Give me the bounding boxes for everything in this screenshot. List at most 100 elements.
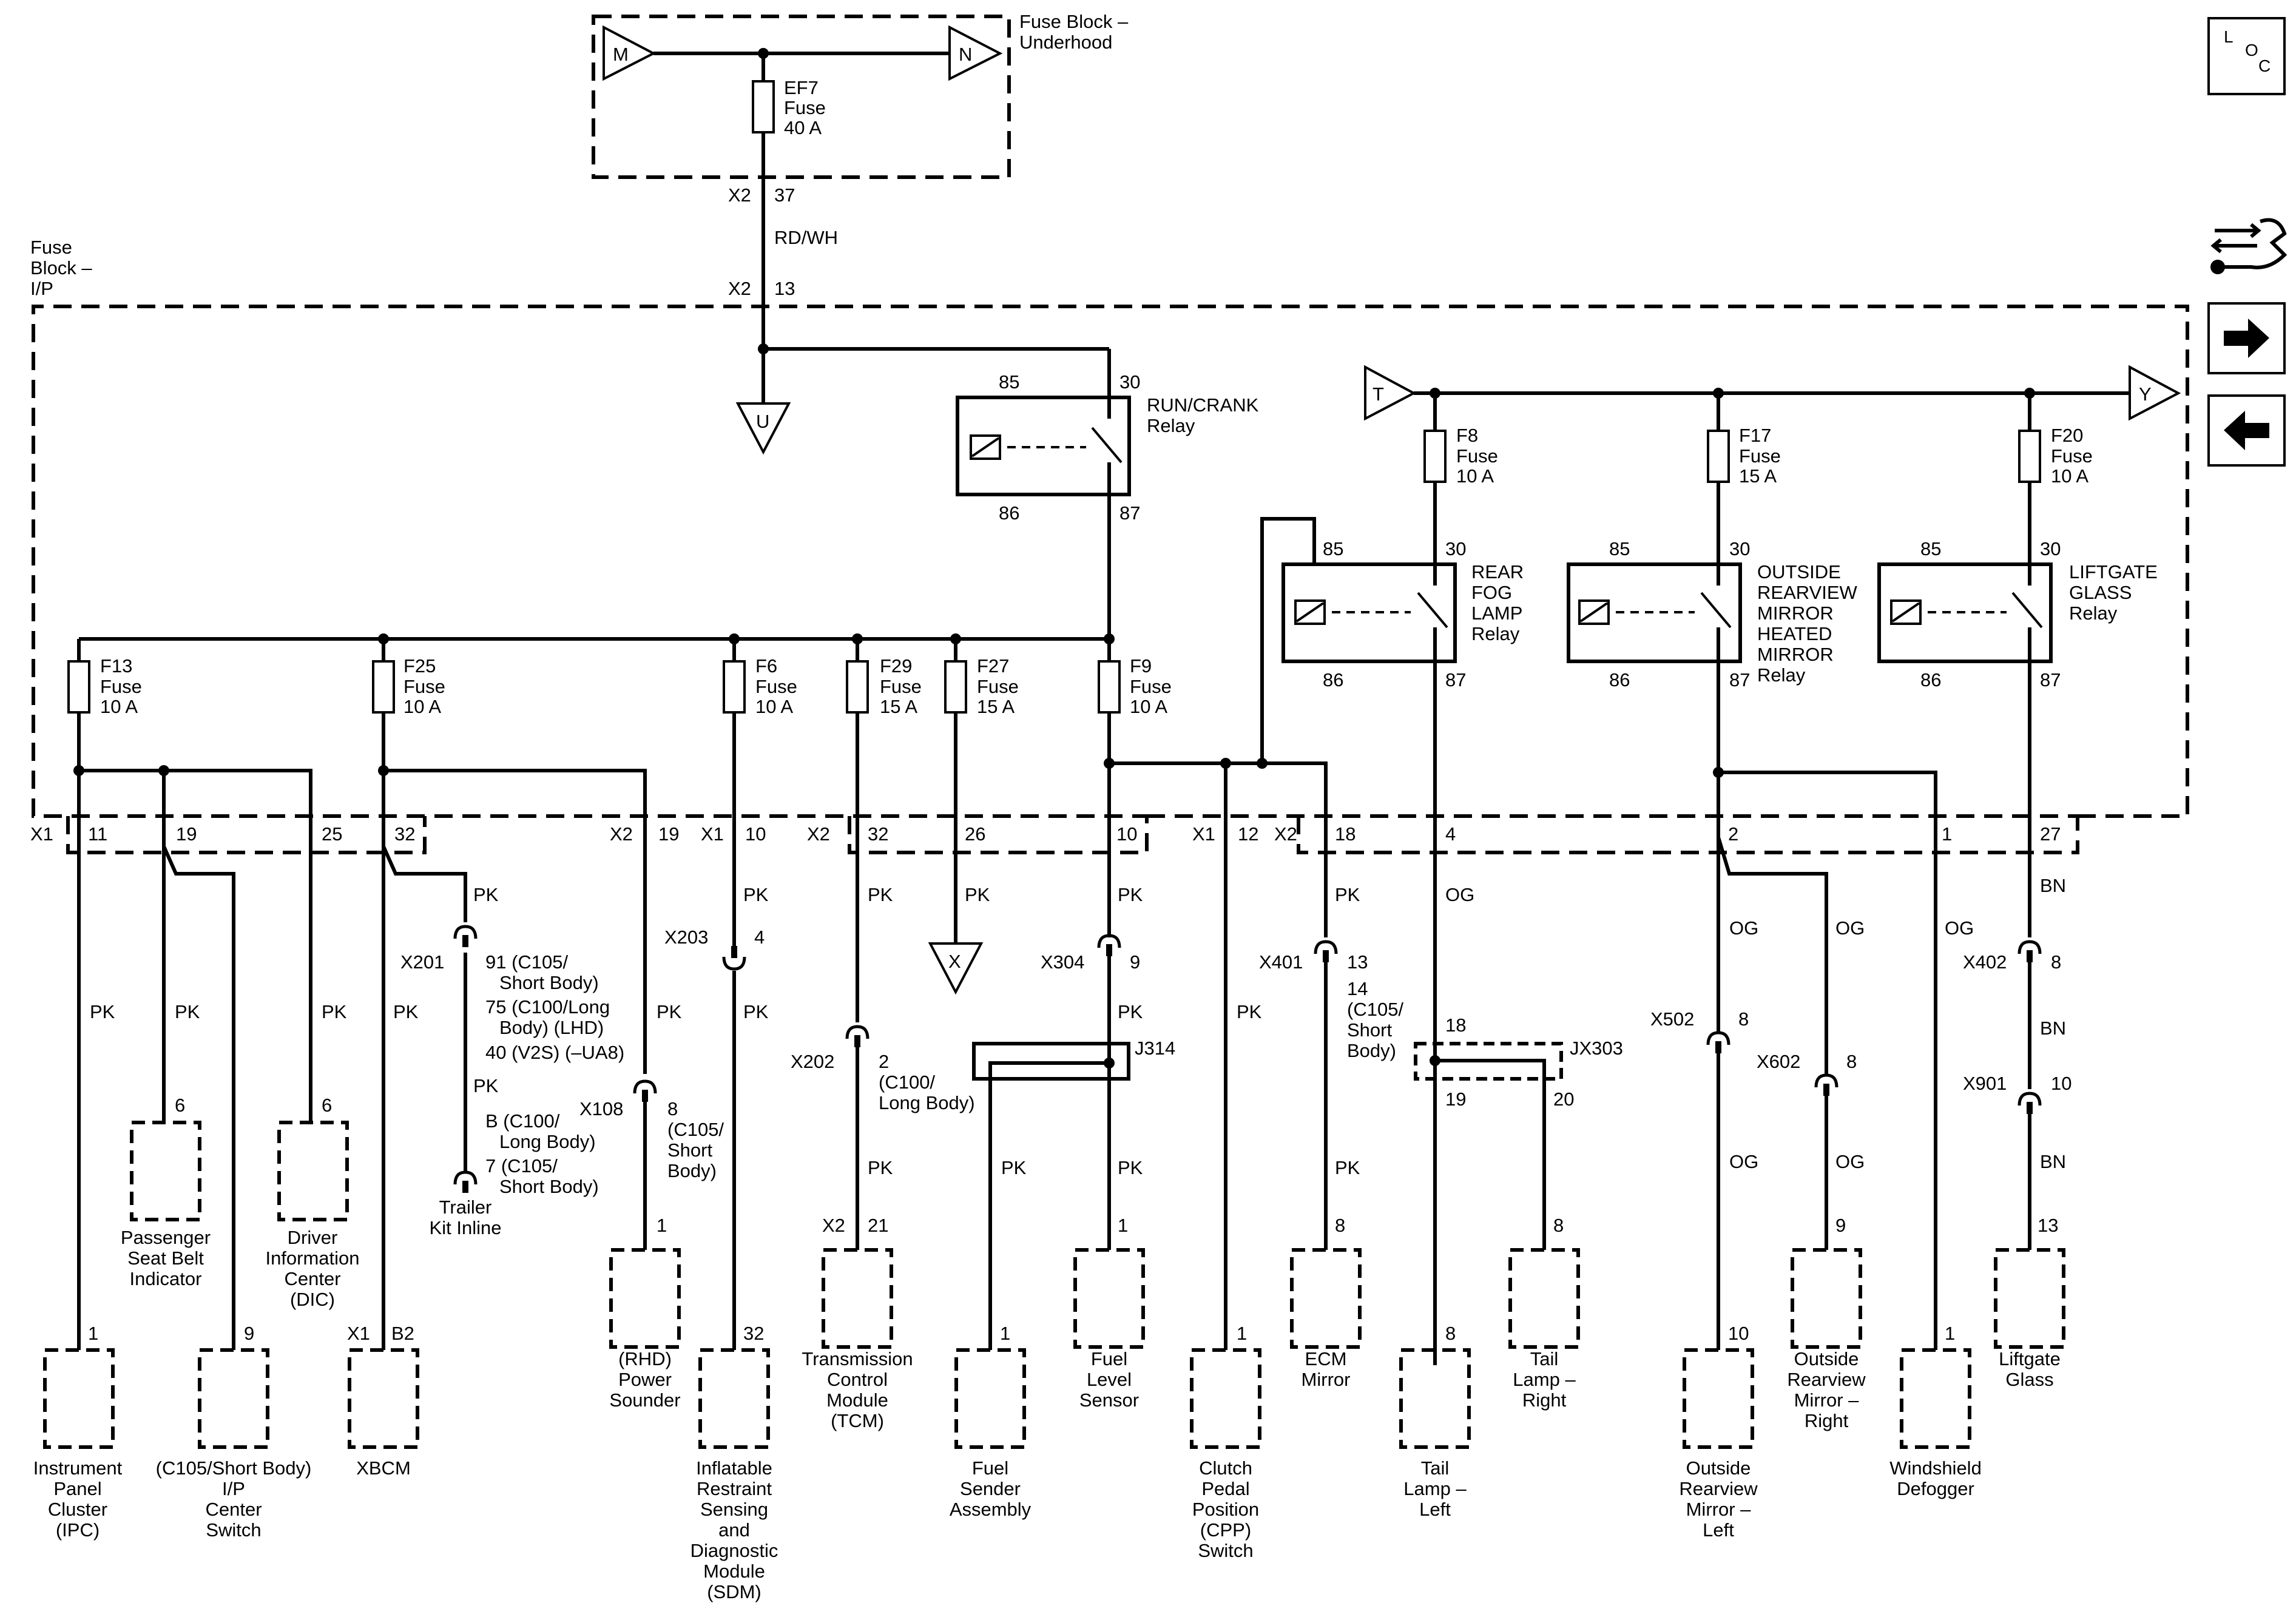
svg-text:FOG: FOG [1471,582,1512,603]
forward-button[interactable] [2207,302,2286,374]
svg-text:Y: Y [2139,383,2152,405]
svg-text:PK: PK [175,1001,200,1022]
transmission-control-module: X2 21 Transmission Control Module (TCM) [802,1215,913,1431]
svg-text:PK: PK [743,884,769,905]
rhd-power-sounder: 1 (RHD) Power Sounder [609,1215,681,1411]
svg-text:X1: X1 [1192,823,1215,845]
run-crank-relay [956,396,1131,496]
svg-text:8: 8 [667,1098,678,1119]
back-button[interactable] [2207,394,2286,467]
location-button[interactable]: L O C [2207,17,2286,95]
service-tool-icon[interactable] [2210,218,2288,275]
svg-text:86: 86 [1323,669,1343,690]
svg-text:10 A: 10 A [403,696,441,717]
svg-text:X203: X203 [664,927,708,948]
svg-text:F25: F25 [403,655,436,677]
svg-text:C: C [2258,56,2271,75]
svg-text:87: 87 [1729,669,1750,690]
rear-fog-lamp-relay [1281,562,1457,663]
svg-text:10 A: 10 A [2051,465,2088,487]
svg-text:MIRROR: MIRROR [1757,603,1834,624]
svg-text:X108: X108 [579,1098,623,1119]
svg-text:10 A: 10 A [755,696,793,717]
svg-text:Glass: Glass [2005,1369,2053,1390]
svg-text:Fuse: Fuse [1739,445,1781,467]
svg-text:85: 85 [1609,538,1630,559]
svg-text:Body): Body) [667,1160,717,1181]
svg-text:40 (V2S) (–UA8): 40 (V2S) (–UA8) [485,1042,624,1063]
svg-text:8: 8 [1553,1215,1564,1236]
svg-text:10 A: 10 A [1130,696,1167,717]
svg-text:12: 12 [1238,823,1258,845]
svg-text:18: 18 [1335,823,1356,845]
svg-text:OG: OG [1729,917,1758,939]
svg-text:Fuse: Fuse [755,676,797,697]
svg-text:X: X [948,951,961,972]
svg-text:U: U [756,411,769,432]
svg-text:(C105/: (C105/ [667,1119,724,1140]
svg-text:85: 85 [1323,538,1343,559]
svg-text:1: 1 [1237,1323,1247,1344]
svg-text:Lamp –: Lamp – [1403,1478,1467,1499]
svg-text:X201: X201 [400,951,444,973]
svg-text:X402: X402 [1963,951,2007,973]
svg-text:F8: F8 [1456,425,1478,446]
svg-text:Module: Module [826,1389,888,1411]
svg-text:L: L [2224,27,2234,46]
liftgate-glass: 13 Liftgate Glass [1994,1215,2065,1390]
svg-text:OG: OG [1835,1151,1865,1172]
svg-text:Transmission: Transmission [802,1348,913,1369]
svg-text:Switch: Switch [206,1519,261,1541]
svg-text:10 A: 10 A [1456,465,1494,487]
svg-text:Outside: Outside [1794,1348,1859,1369]
svg-text:(SDM): (SDM) [707,1581,761,1602]
clutch-pedal-position-switch: 1 Clutch Pedal Position (CPP) Switch [1190,1323,1261,1561]
svg-text:PK: PK [1335,1157,1360,1178]
offpage-label-n: N [959,44,972,65]
driver-information-center: 6 Driver Information Center (DIC) [265,1095,359,1310]
svg-text:Pedal: Pedal [1201,1478,1249,1499]
svg-text:30: 30 [1729,538,1750,559]
svg-text:F9: F9 [1130,655,1152,677]
svg-text:19: 19 [1445,1089,1466,1110]
svg-text:11: 11 [88,823,107,845]
svg-text:86: 86 [1920,669,1941,690]
svg-text:8: 8 [1335,1215,1345,1236]
svg-text:Control: Control [827,1369,888,1390]
svg-text:X2: X2 [1274,823,1297,845]
tail-lamp-left: 8 Tail Lamp – Left [1399,1323,1471,1520]
svg-text:PK: PK [965,884,990,905]
svg-text:Driver: Driver [288,1227,338,1248]
svg-text:(CPP): (CPP) [1200,1519,1251,1541]
ecm-mirror: 8 ECM Mirror [1290,1215,1362,1390]
svg-text:X502: X502 [1650,1008,1694,1030]
svg-text:26: 26 [965,823,985,845]
svg-text:Short Body): Short Body) [499,1176,599,1197]
svg-text:Module: Module [703,1561,765,1582]
svg-text:6: 6 [322,1095,332,1116]
svg-text:8: 8 [1738,1008,1749,1030]
svg-text:X1: X1 [347,1323,370,1344]
svg-text:13: 13 [774,278,795,299]
svg-text:ECM: ECM [1305,1348,1347,1369]
ip-center-switch: 9 (C105/Short Body) I/P Center Switch [156,1323,312,1541]
svg-text:PK: PK [868,1157,893,1178]
svg-text:20: 20 [1553,1089,1574,1110]
offpage-connector-u [735,402,791,455]
svg-text:PK: PK [1001,1157,1027,1178]
svg-text:F29: F29 [880,655,912,677]
ip-fuse-block [32,305,2189,818]
svg-text:Short: Short [1347,1019,1392,1041]
arrow-right-icon [2224,319,2269,358]
svg-text:19: 19 [658,823,679,845]
svg-text:75 (C100/Long: 75 (C100/Long [485,996,610,1018]
svg-text:Body) (LHD): Body) (LHD) [499,1017,604,1038]
svg-text:8: 8 [1445,1323,1456,1344]
svg-text:2: 2 [879,1051,889,1072]
svg-text:19: 19 [176,823,197,845]
svg-text:LAMP: LAMP [1471,603,1522,624]
svg-text:30: 30 [2040,538,2061,559]
